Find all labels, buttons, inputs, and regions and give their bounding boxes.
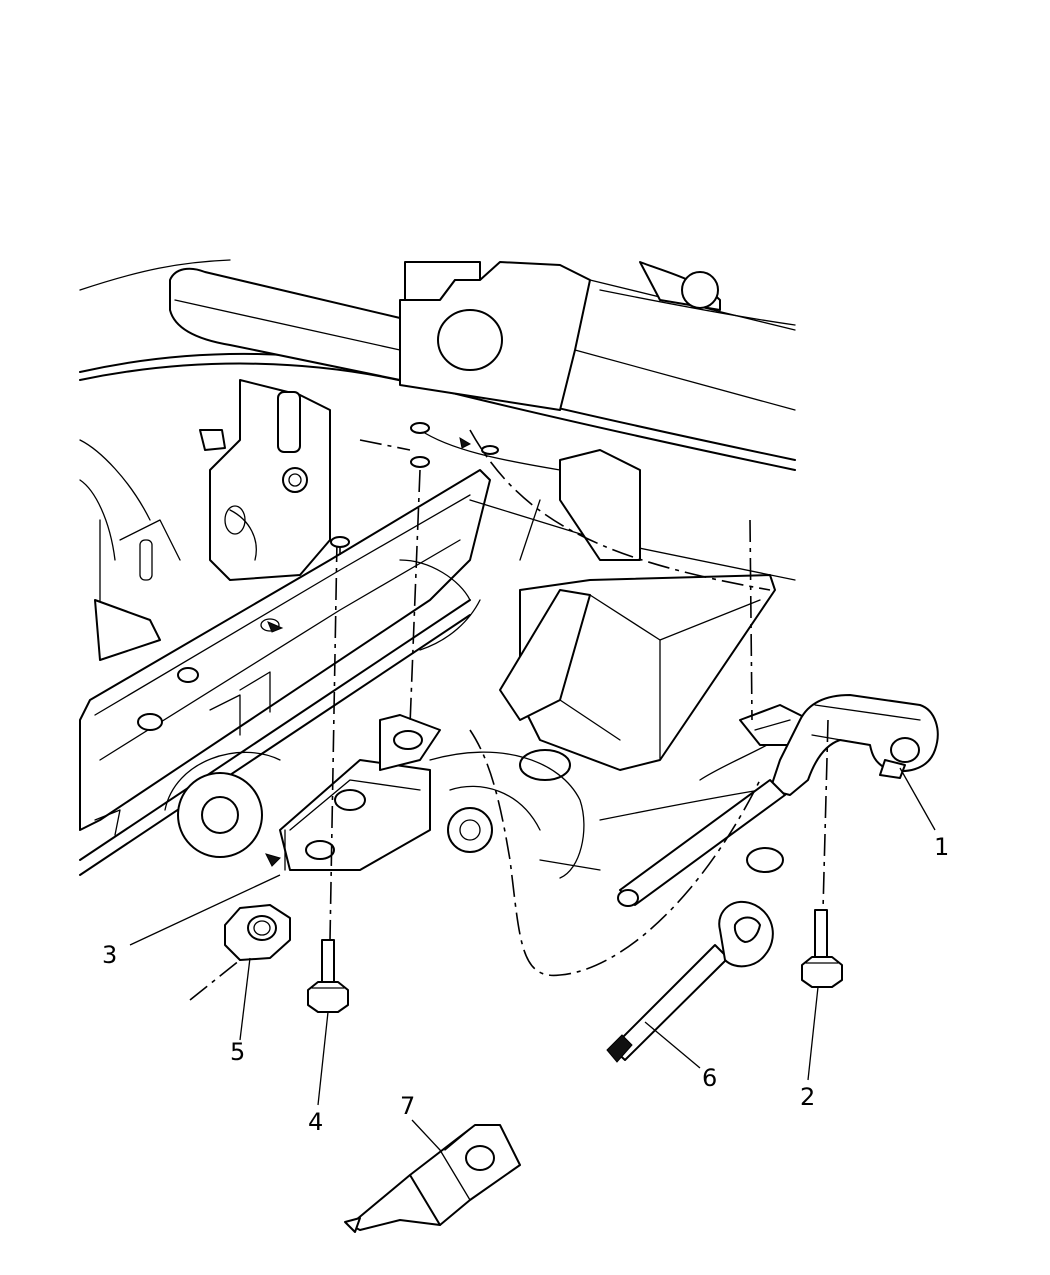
- bolt-part-4: [307, 939, 349, 1013]
- bolt-part-2: [801, 909, 843, 988]
- eyebolt-installed: [617, 779, 786, 907]
- callout-1: 1: [934, 833, 949, 861]
- callout-4: 4: [308, 1108, 323, 1136]
- bracket-part-7: [344, 1124, 521, 1233]
- bracket-part-3: [265, 714, 441, 871]
- assembly-lines: [189, 429, 829, 1001]
- callout-3: 3: [102, 941, 117, 969]
- nut-part-5: [224, 904, 291, 961]
- tow-hook-part-1: [739, 694, 939, 796]
- eyebolt-part-6: [606, 900, 774, 1063]
- callout-5: 5: [230, 1038, 245, 1066]
- callout-2: 2: [800, 1083, 815, 1111]
- callout-labels: 1 2 3 4 5 6 7: [102, 833, 949, 1136]
- callout-leaders: [129, 767, 936, 1151]
- vehicle-frame-context: [79, 259, 801, 879]
- callout-7: 7: [400, 1092, 415, 1120]
- callout-6: 6: [702, 1064, 717, 1092]
- hole-markers: [267, 422, 499, 633]
